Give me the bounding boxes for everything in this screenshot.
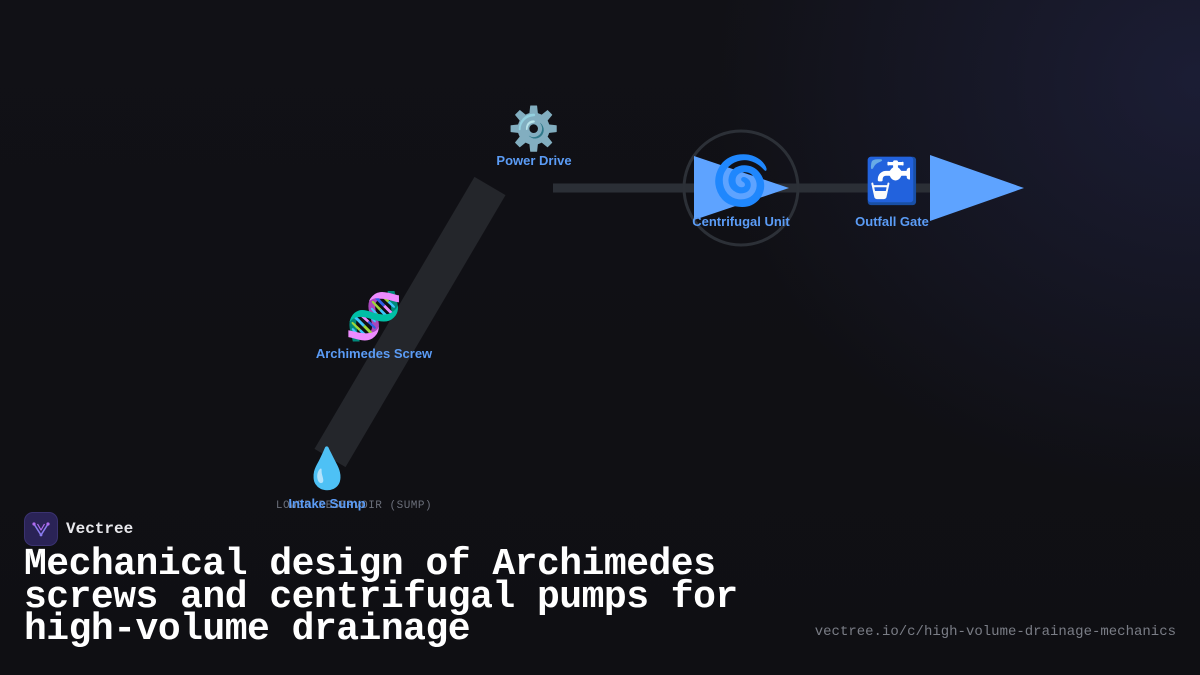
page-url[interactable]: vectree.io/c/high-volume-drainage-mechan… xyxy=(814,624,1176,640)
node-power-drive: ⚙️ Power Drive xyxy=(496,104,571,168)
node-label-intake-sump: Intake Sump xyxy=(288,496,365,511)
node-label-power-drive: Power Drive xyxy=(496,153,571,168)
water-drop-icon: 💧 xyxy=(302,445,352,492)
sump-caption: LOWER RESERVOIR (SUMP) xyxy=(276,500,432,512)
node-outfall-gate: 🚰 Outfall Gate xyxy=(855,156,929,229)
vectree-logo-icon xyxy=(24,512,58,546)
brand: Vectree xyxy=(24,512,133,546)
page-title: Mechanical design of Archimedes screws a… xyxy=(24,543,738,651)
node-label-outfall-gate: Outfall Gate xyxy=(855,214,929,229)
water-tap-icon: 🚰 xyxy=(865,156,920,207)
flow-arrow-centrifugal xyxy=(694,156,789,220)
centrifugal-housing xyxy=(682,129,800,247)
node-centrifugal-unit: 🌀 Centrifugal Unit xyxy=(692,152,790,229)
gear-icon: ⚙️ xyxy=(508,104,560,153)
dna-helix-icon: 🧬 xyxy=(345,288,402,344)
brand-name: Vectree xyxy=(66,520,134,538)
cyclone-icon: 🌀 xyxy=(711,152,771,209)
node-intake-sump: 💧 LOWER RESERVOIR (SUMP) Intake Sump xyxy=(276,445,432,512)
screw-channel xyxy=(314,176,506,468)
node-archimedes-screw: 🧬 Archimedes Screw xyxy=(316,288,433,361)
flow-arrow-outfall xyxy=(930,155,1024,221)
node-label-archimedes-screw: Archimedes Screw xyxy=(316,346,433,361)
node-label-centrifugal-unit: Centrifugal Unit xyxy=(692,214,790,229)
